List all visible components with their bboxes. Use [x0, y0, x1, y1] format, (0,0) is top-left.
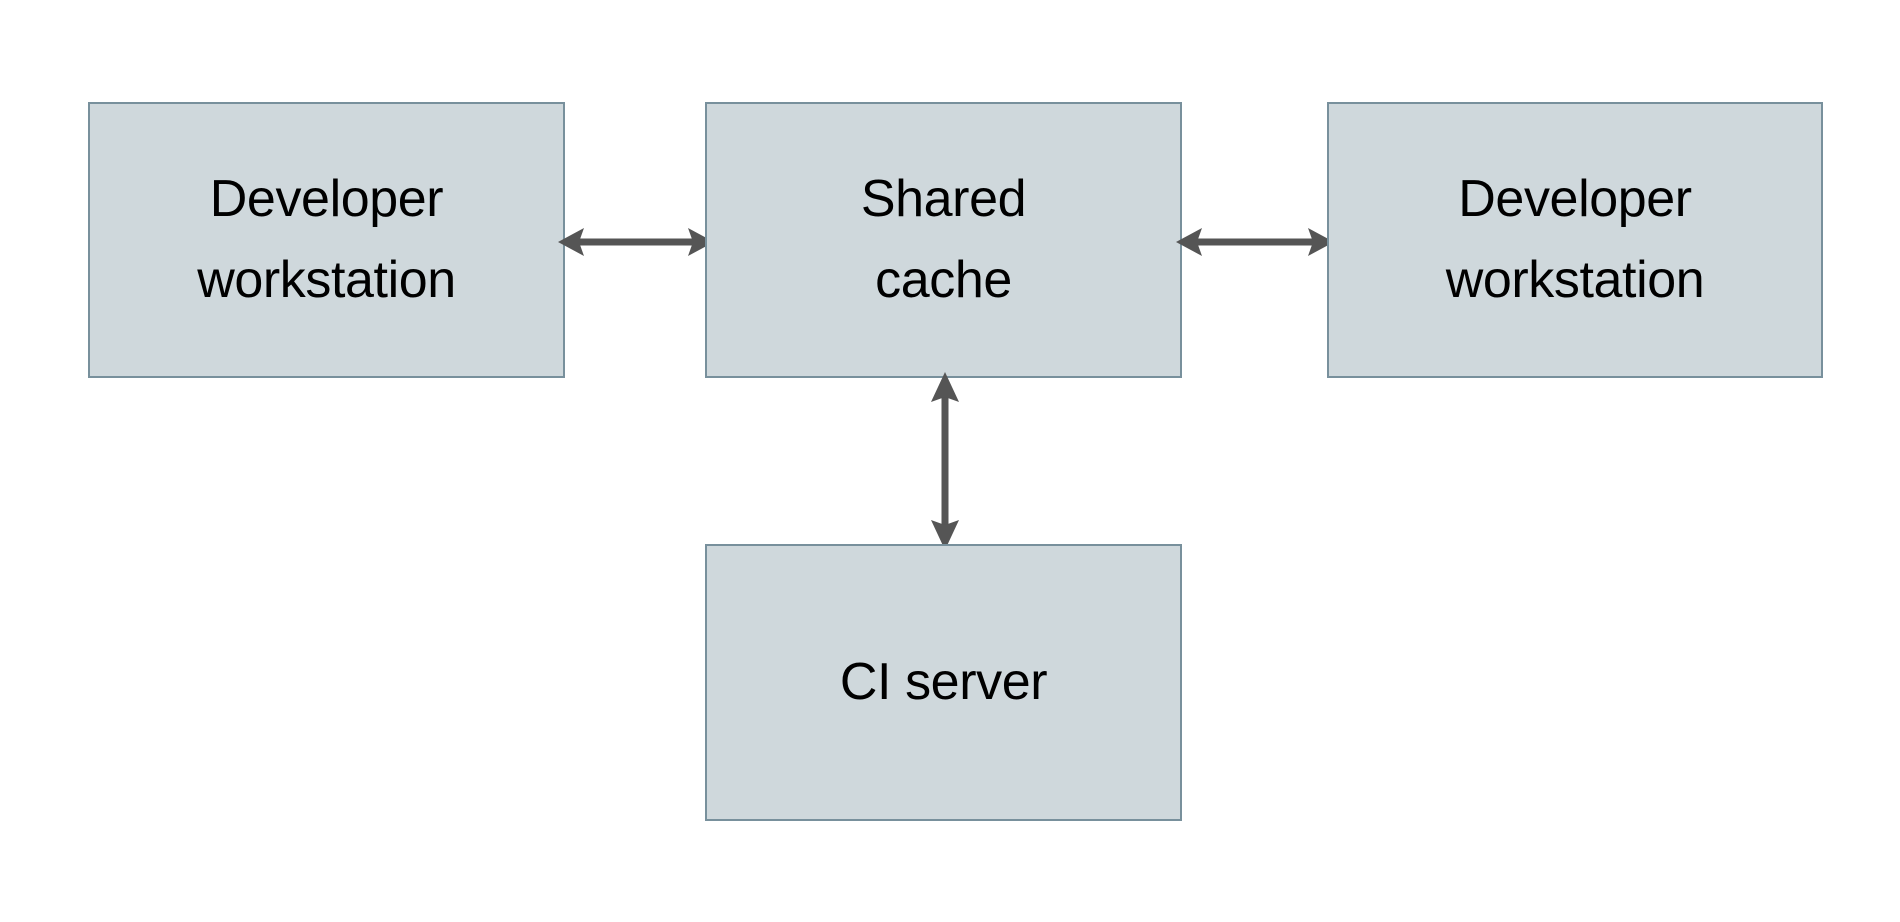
node-ci-server[interactable]: CI server — [705, 544, 1182, 821]
node-label: CI server — [839, 653, 1048, 712]
node-developer-workstation-left[interactable]: Developer workstation — [88, 102, 565, 378]
node-label: Shared cache — [860, 170, 1027, 309]
node-developer-workstation-right[interactable]: Developer workstation — [1327, 102, 1823, 378]
edge-shared-cache-to-developer-right[interactable] — [1176, 212, 1334, 272]
double-arrow-icon — [558, 228, 714, 256]
node-shared-cache[interactable]: Shared cache — [705, 102, 1182, 378]
double-arrow-icon — [931, 372, 959, 550]
node-label: Developer workstation — [197, 170, 456, 309]
edge-developer-left-to-shared-cache[interactable] — [558, 212, 714, 272]
node-label: Developer workstation — [1445, 170, 1705, 309]
double-arrow-icon — [1176, 228, 1334, 256]
edge-shared-cache-to-ci-server[interactable] — [915, 372, 975, 550]
